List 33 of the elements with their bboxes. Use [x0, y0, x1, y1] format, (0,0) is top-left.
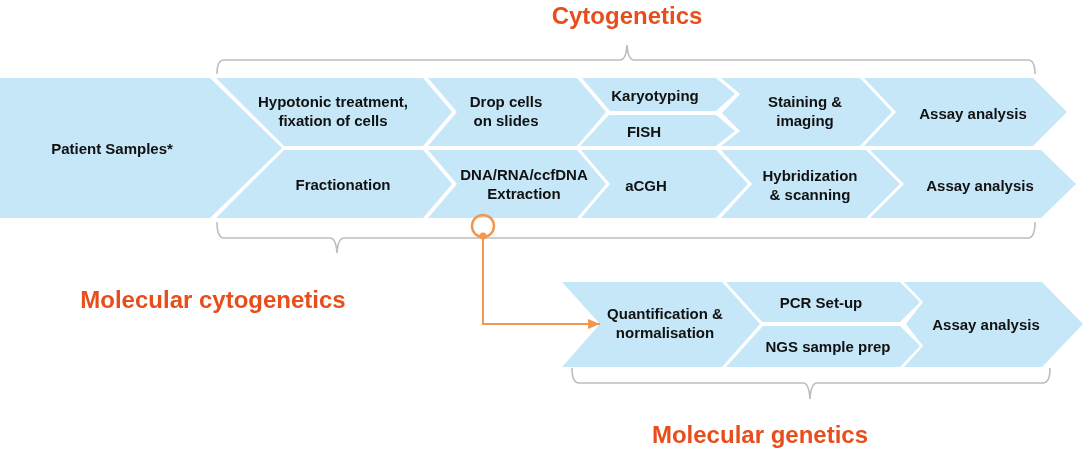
- step-label: Hybridization & scanning: [761, 166, 859, 204]
- chevron-step: [428, 150, 606, 218]
- chevron-step: [216, 150, 452, 218]
- chevron-step: [721, 150, 900, 218]
- step-label: Assay analysis: [926, 175, 1034, 195]
- step-label: NGS sample prep: [765, 336, 891, 356]
- section-heading: Molecular genetics: [651, 420, 869, 450]
- step-label: Assay analysis: [919, 103, 1027, 123]
- chevron-step: [562, 282, 760, 367]
- step-label: FISH: [626, 121, 662, 141]
- step-label: PCR Set-up: [779, 292, 863, 312]
- chevron-step: [726, 326, 920, 367]
- step-label: DNA/RNA/ccfDNA Extraction: [459, 165, 589, 203]
- step-label: Karyotyping: [611, 85, 699, 105]
- step-label: Hypotonic treatment, fixation of cells: [257, 92, 409, 130]
- chevron-step: [216, 78, 452, 146]
- step-label: Drop cells on slides: [468, 92, 544, 130]
- step-label: Assay analysis: [932, 314, 1040, 334]
- step-label: Quantification & normalisation: [606, 304, 724, 342]
- section-heading: Molecular cytogenetics: [80, 285, 346, 315]
- chevron-step: [870, 150, 1076, 218]
- step-label: Fractionation: [295, 174, 391, 194]
- chevron-step: [582, 78, 735, 111]
- chevron-step: [726, 282, 920, 322]
- chevron-step: [721, 78, 892, 146]
- step-label: Patient Samples*: [51, 138, 173, 158]
- chevron-step: [580, 115, 735, 146]
- chevron-step: [428, 78, 606, 146]
- step-label: aCGH: [625, 175, 667, 195]
- section-heading: Cytogenetics: [551, 1, 703, 31]
- chevron-step: [904, 282, 1083, 367]
- chevron-step: [864, 78, 1067, 146]
- step-label: Staining & imaging: [766, 92, 844, 130]
